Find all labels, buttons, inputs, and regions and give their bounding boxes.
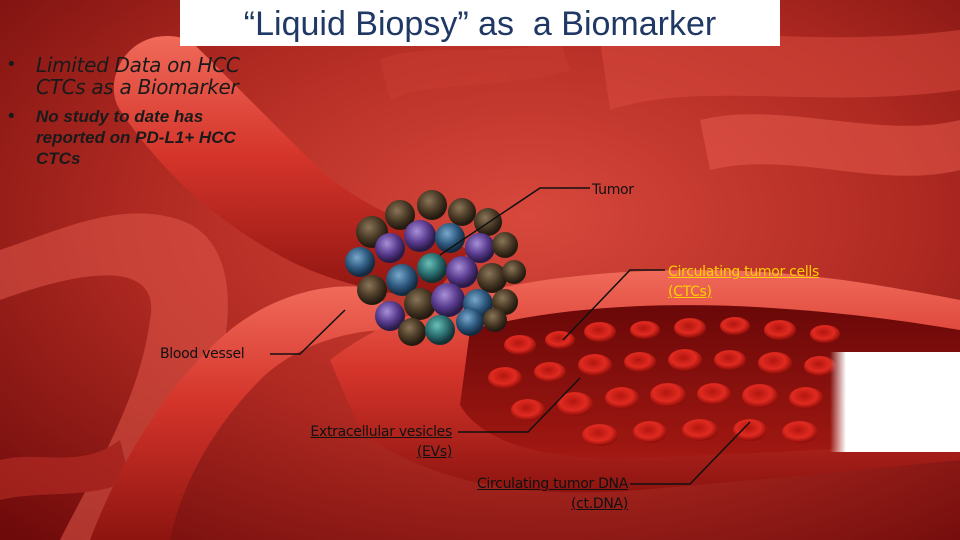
bullet-marker: • <box>8 54 15 76</box>
ctdna-label-line: Circulating tumor DNA <box>430 474 628 494</box>
ctc-label-line: (CTCs) <box>668 282 819 302</box>
ctc-label: Circulating tumor cells (CTCs) <box>668 262 819 302</box>
evs-label: Extracellular vesicles (EVs) <box>270 422 452 462</box>
evs-label-line: (EVs) <box>270 442 452 462</box>
ctc-label-line: Circulating tumor cells <box>668 262 819 282</box>
bullet-marker: • <box>8 106 15 128</box>
blood-vessel-label: Blood vessel <box>160 344 244 364</box>
ctdna-label: Circulating tumor DNA (ct.DNA) <box>430 474 628 514</box>
bullet-text-line: CTCs <box>36 148 296 169</box>
bullet-text-line: CTCs as a Biomarker <box>36 76 296 98</box>
white-overlay <box>862 352 960 452</box>
bullet-text-line: No study to date has <box>36 106 296 127</box>
tumor-label: Tumor <box>592 180 634 200</box>
ctdna-label-line: (ct.DNA) <box>430 494 628 514</box>
slide-title: “Liquid Biopsy” as a Biomarker <box>0 2 960 46</box>
bullet-limited-data: Limited Data on HCC CTCs as a Biomarker <box>36 54 296 98</box>
evs-label-line: Extracellular vesicles <box>270 422 452 442</box>
bullet-text-line: reported on PD-L1+ HCC <box>36 127 296 148</box>
bullet-text-line: Limited Data on HCC <box>36 54 296 76</box>
bullet-no-study: No study to date has reported on PD-L1+ … <box>36 106 296 169</box>
